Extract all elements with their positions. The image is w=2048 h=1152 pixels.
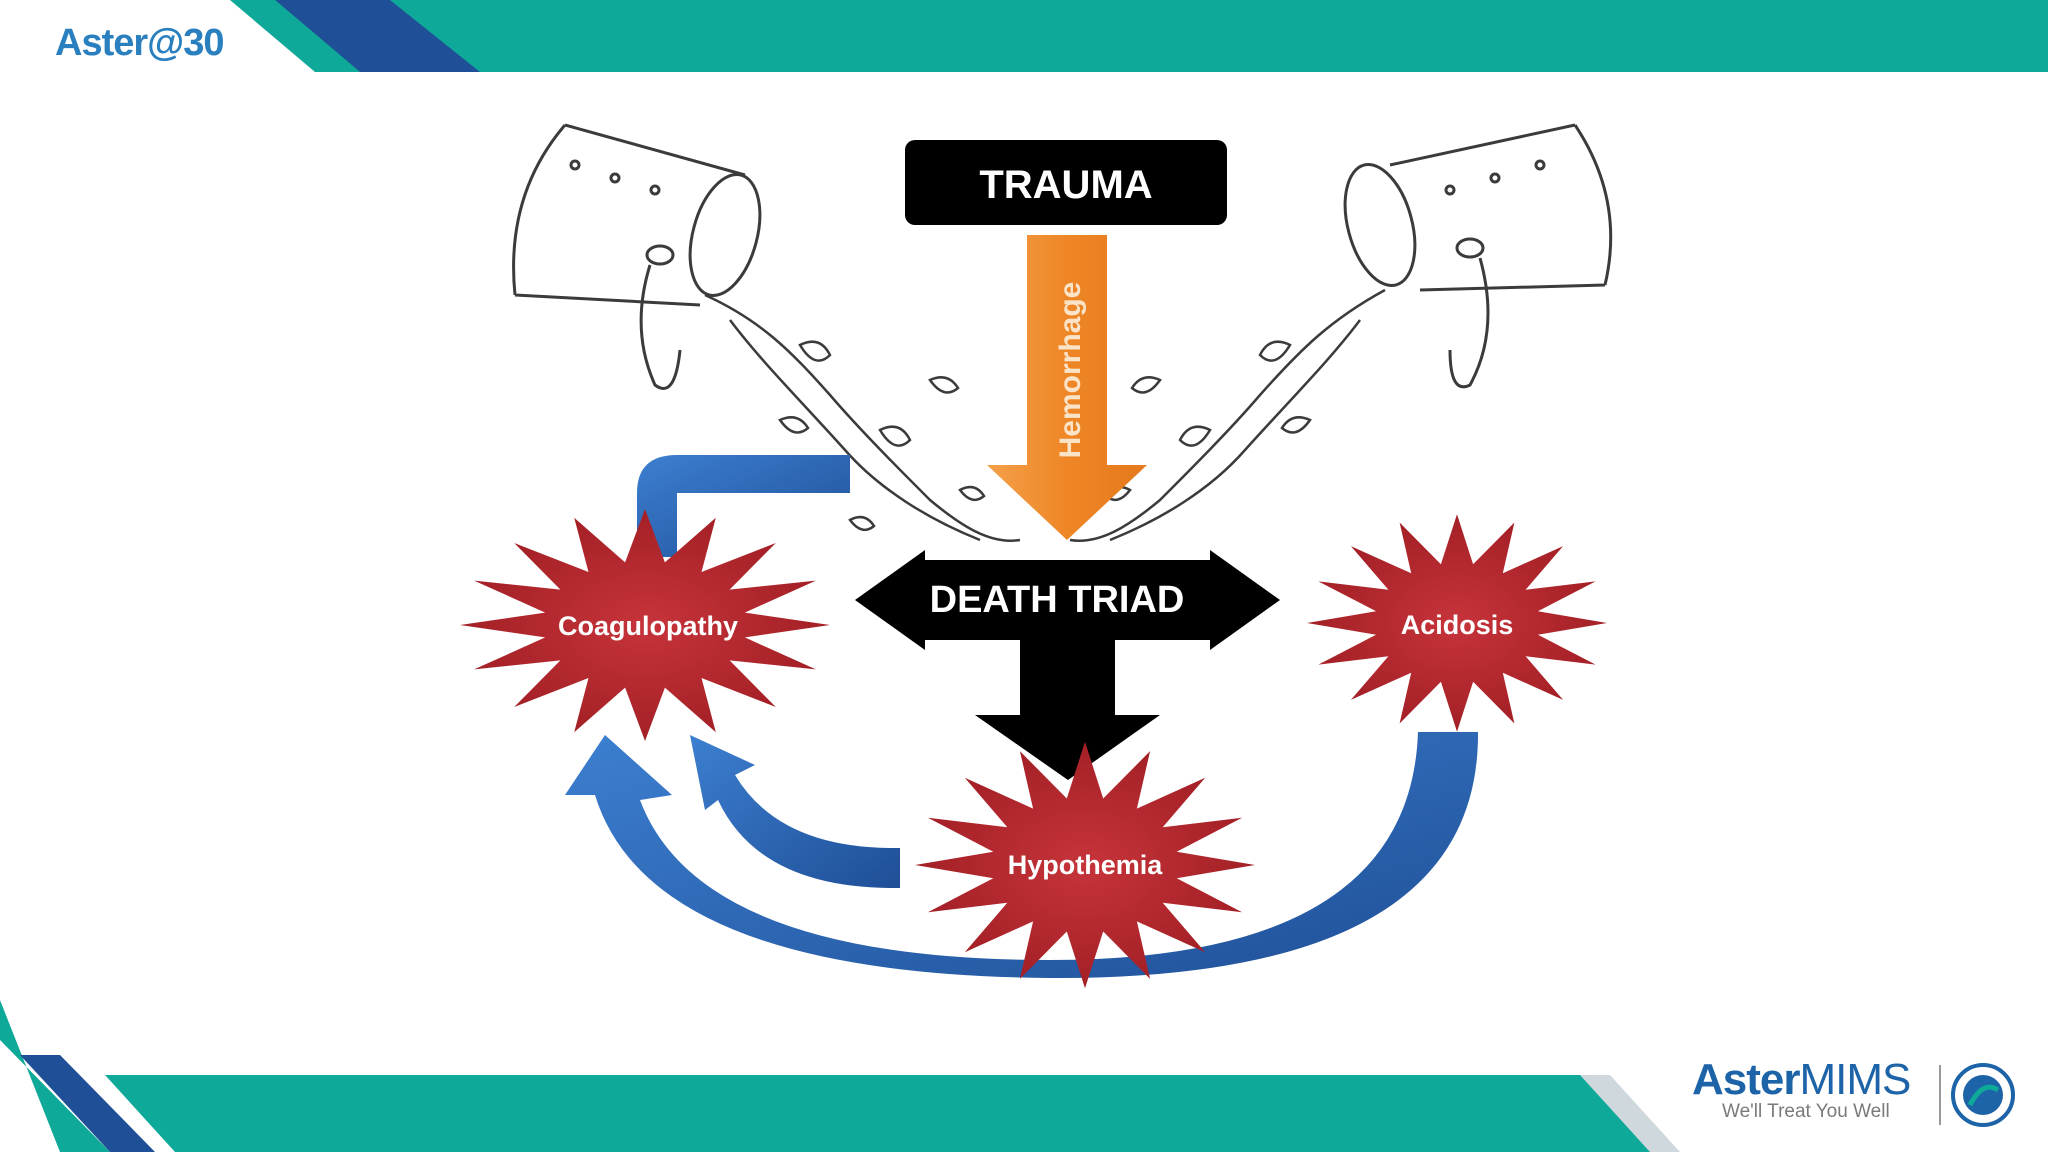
acidosis-label: Acidosis [1401, 610, 1514, 640]
hypothermia-label: Hypothemia [1008, 850, 1164, 880]
coagulopathy-starburst: Coagulopathy [460, 509, 830, 741]
top-left-feedback-arrow [637, 455, 850, 557]
death-triad-arrows: DEATH TRIAD [855, 550, 1280, 780]
aster-30-emblem-icon [1939, 1063, 2015, 1127]
feedback-arrows [565, 455, 1479, 979]
aster-mims-logo: AsterMIMS We'll Treat You Well [1692, 1055, 1922, 1123]
header-band [230, 0, 2048, 72]
hemorrhage-arrow: Hemorrhage [987, 235, 1147, 540]
trauma-box: TRAUMA [905, 140, 1227, 225]
right-water-splash [1069, 288, 1386, 543]
hypothermia-to-coagulopathy-inner-arrow [690, 735, 900, 889]
brand-name-bold: Aster [1692, 1055, 1800, 1104]
death-triad-label: DEATH TRIAD [930, 579, 1185, 621]
left-bucket-illustration [512, 123, 762, 390]
trauma-label: TRAUMA [979, 163, 1152, 207]
hemorrhage-label: Hemorrhage [1054, 282, 1087, 459]
brand-name-light: MIMS [1799, 1055, 1912, 1104]
hypothermia-starburst: Hypothemia [915, 741, 1255, 989]
brand-tagline: We'll Treat You Well [1722, 1101, 1890, 1122]
acidosis-starburst: Acidosis [1307, 514, 1607, 732]
coagulopathy-label: Coagulopathy [558, 611, 738, 641]
right-bucket-illustration [1343, 123, 1613, 389]
aster-30-logo: Aster@30 [55, 22, 224, 64]
left-water-splash [704, 293, 1021, 543]
